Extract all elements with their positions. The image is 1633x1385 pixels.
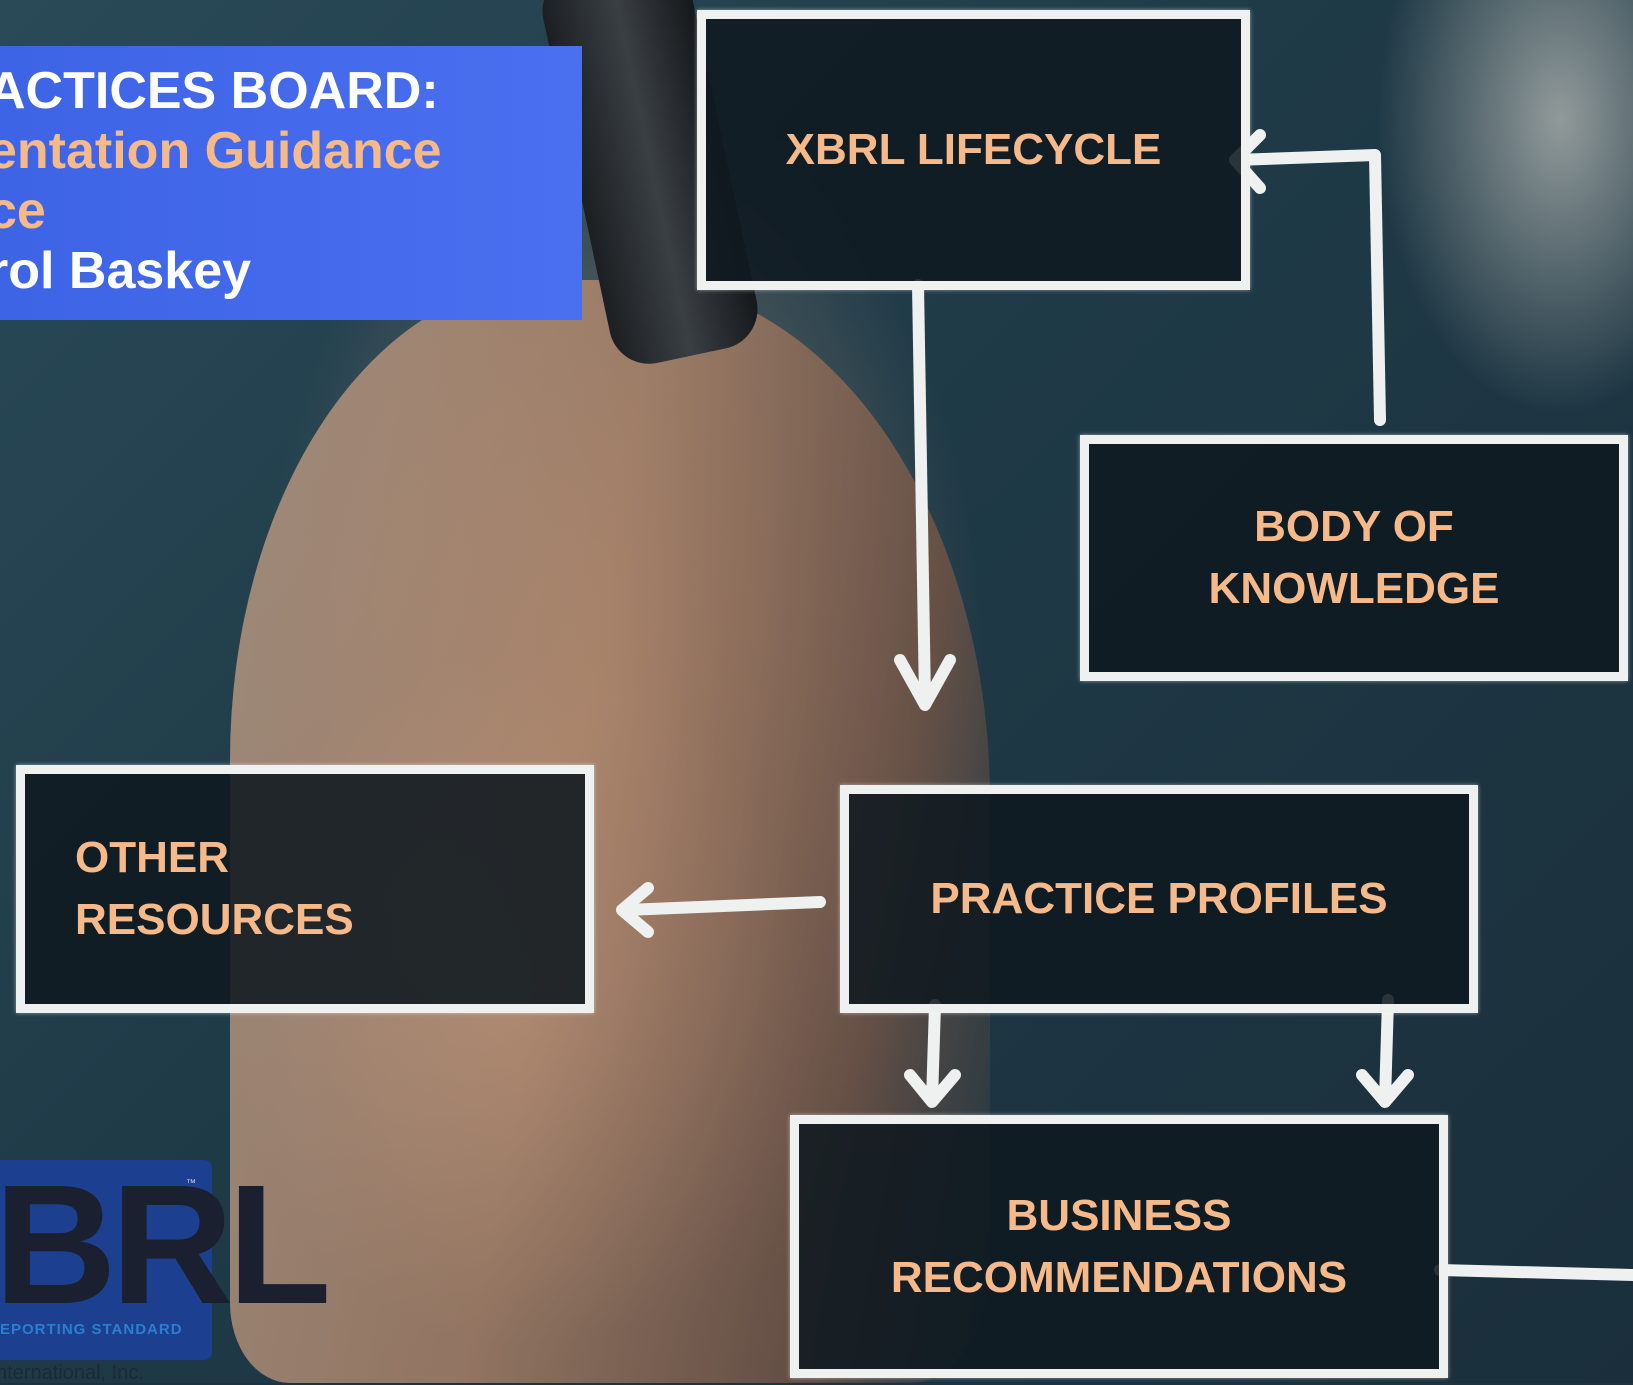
title-line-2: entation Guidance: [0, 122, 442, 180]
box-other-resources: OTHER RESOURCES: [16, 765, 594, 1013]
trademark-icon: ™: [186, 1178, 196, 1189]
title-panel: ACTICES BOARD: entation Guidance ce rol …: [0, 46, 582, 320]
label-business-recommendations: BUSINESS RECOMMENDATIONS: [890, 1190, 1348, 1302]
arrow-profiles-to-business-left: [926, 999, 941, 1106]
title-line-3: ce: [0, 182, 46, 240]
label-xbrl-lifecycle: XBRL LIFECYCLE: [785, 125, 1162, 174]
xbrl-footer-text: nternational, Inc.: [0, 1362, 144, 1384]
arrow-profiles-to-business-right: [1379, 994, 1394, 1106]
box-business-recommendations: BUSINESS RECOMMENDATIONS: [790, 1115, 1448, 1378]
arrow-lifecycle-to-profiles: [912, 279, 931, 706]
box-xbrl-lifecycle: XBRL LIFECYCLE: [697, 10, 1250, 290]
xbrl-logo: [0, 1160, 212, 1360]
line-business-right-exit: [1434, 1264, 1633, 1281]
arrow-knowledge-to-lifecycle: [1229, 149, 1386, 426]
label-practice-profiles: PRACTICE PROFILES: [930, 874, 1388, 923]
title-line-4: rol Baskey: [0, 242, 252, 300]
arrowhead-lifecycle-to-profiles: [894, 654, 956, 711]
label-other-resources: OTHER RESOURCES: [75, 833, 354, 944]
xbrl-logo-text: BRL: [0, 1150, 331, 1340]
xbrl-logo-tagline: EPORTING STANDARD: [0, 1321, 183, 1338]
box-practice-profiles: PRACTICE PROFILES: [840, 785, 1478, 1013]
arrowhead-profiles-to-resources: [616, 882, 654, 938]
title-line-1: ACTICES BOARD:: [0, 62, 439, 120]
arrow-profiles-to-resources: [619, 896, 826, 916]
arrowhead-profiles-to-business-right: [1356, 1069, 1414, 1108]
box-body-of-knowledge: BODY OF KNOWLEDGE: [1080, 435, 1628, 681]
label-body-of-knowledge: BODY OF KNOWLEDGE: [1208, 502, 1500, 613]
arrowhead-profiles-to-business-left: [904, 1069, 961, 1108]
